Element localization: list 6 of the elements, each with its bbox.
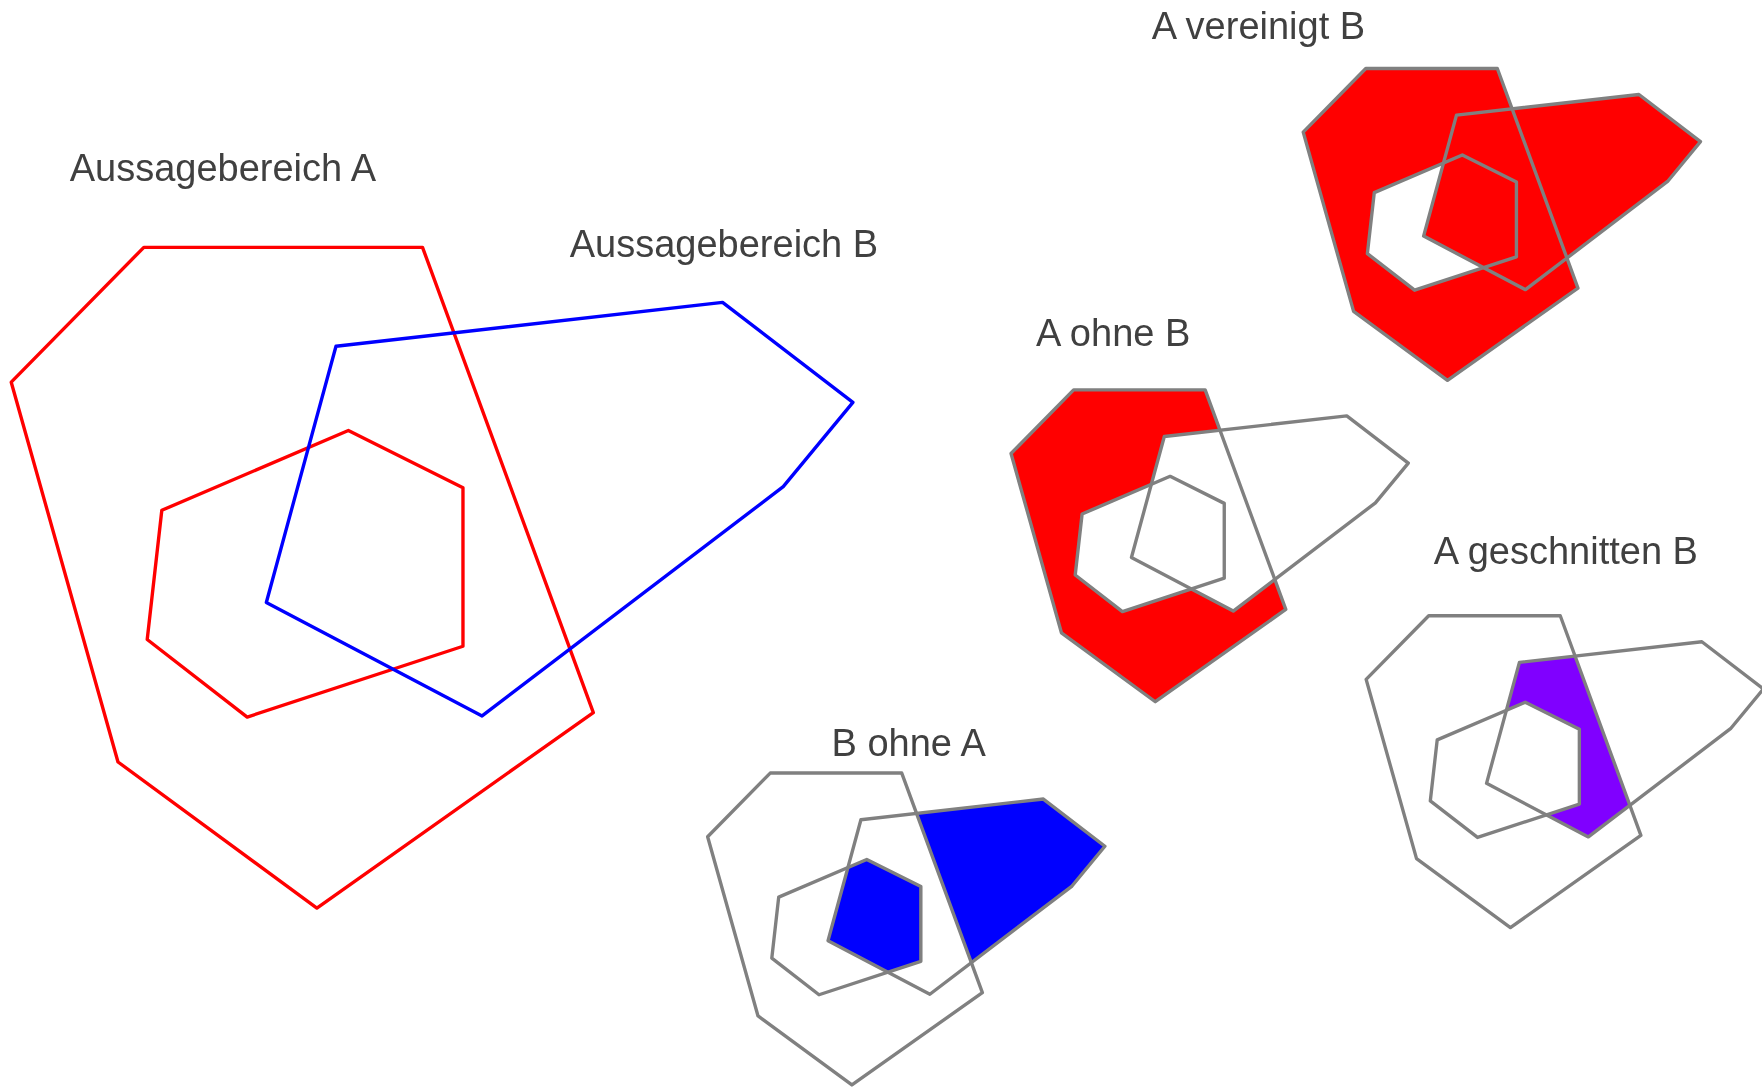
set-label: B ohne A	[831, 721, 986, 766]
set-label: A ohne B	[1036, 311, 1191, 356]
set-label: A geschnitten B	[1433, 529, 1698, 574]
set-label: Aussagebereich B	[569, 222, 879, 267]
set-label: A vereinigt B	[1151, 4, 1366, 49]
set-label: Aussagebereich A	[69, 146, 376, 191]
